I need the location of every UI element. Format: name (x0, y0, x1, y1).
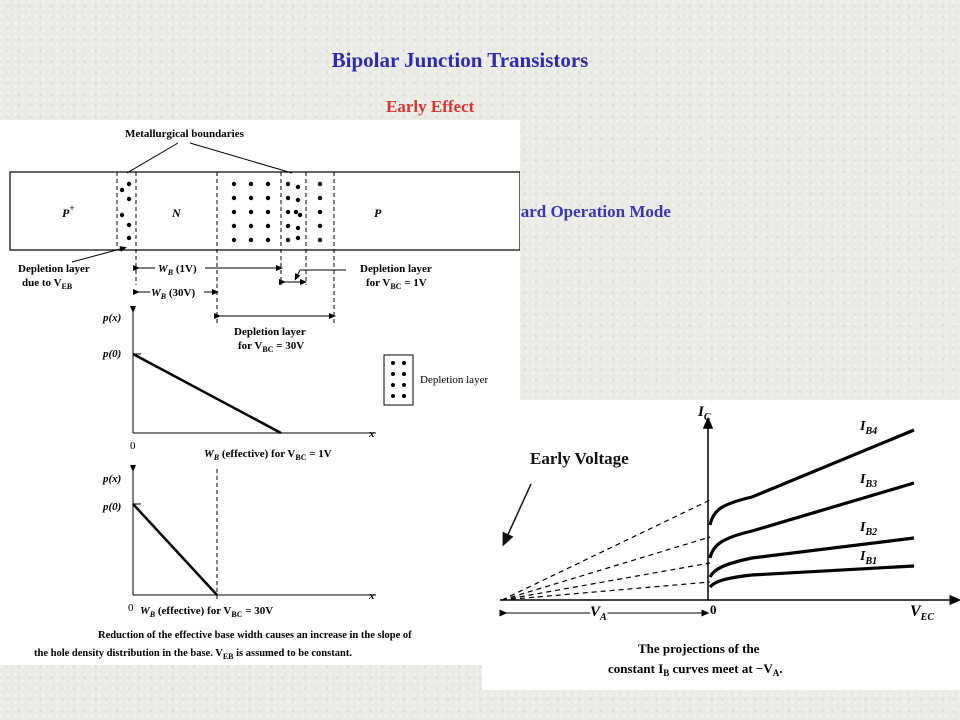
svg-text:Depletion layer: Depletion layer (420, 374, 488, 386)
svg-text:x: x (368, 428, 375, 440)
svg-text:x: x (368, 590, 375, 602)
ib-curves (708, 428, 915, 589)
ib2-label: IB2 (859, 520, 877, 538)
bc-depletion-dots (231, 181, 323, 243)
graph-caption-line-1: The projections of the (638, 641, 760, 656)
origin-label: 0 (710, 602, 717, 617)
forward-mode-label: Forward Operation Mode (482, 202, 671, 221)
svg-text:p(x): p(x) (102, 473, 121, 485)
bc-1v-depletion-label: Depletion layer (360, 263, 432, 275)
svg-text:p(0): p(0) (102, 501, 121, 513)
ic-axis-label: IC (697, 404, 711, 423)
p-plus-region: P+ (62, 203, 74, 220)
curve-projections (501, 499, 711, 601)
svg-text:WB (effective) for VBC = 1V: WB (effective) for VBC = 1V (204, 448, 332, 462)
ib2-curve (708, 536, 915, 578)
svg-text:0: 0 (130, 440, 136, 452)
ib3-curve (708, 481, 915, 559)
ib1-label: IB1 (859, 549, 877, 567)
page-title: Bipolar Junction Transistors (331, 48, 589, 72)
metallurgical-label: Metallurgical boundaries (125, 128, 245, 140)
bc-1v-depletion-label-2: for VBC = 1V (366, 277, 427, 291)
svg-text:Metallurgical boundaries: Metallurgical boundaries (125, 128, 245, 140)
early-voltage-graph: VA IC IB4 IB3 IB2 IB1 0 VEC The projecti… (482, 400, 960, 690)
ib4-curve (708, 428, 915, 526)
svg-text:p(x): p(x) (102, 312, 121, 324)
depletion-legend: Depletion layer (383, 354, 488, 406)
svg-text:WB (effective) for VBC = 30V: WB (effective) for VBC = 30V (140, 605, 273, 619)
svg-text:p(0): p(0) (102, 348, 121, 360)
wb-30v-label: WB (30V) (151, 287, 195, 301)
early-effect-subtitle: Early Effect (386, 97, 475, 116)
hole-density-plot-1v: p(x) p(0) 0 x WB (effective) for VBC = 1… (102, 306, 376, 462)
early-voltage-label: Early Voltage (530, 449, 629, 468)
eb-depletion-label-2: due to VEB (22, 277, 73, 291)
vec-axis-label: VEC (910, 603, 934, 623)
ib3-label: IB3 (859, 472, 877, 490)
p-region: P (374, 206, 382, 220)
diagram-caption-line-2: the hole density distribution in the bas… (34, 648, 352, 661)
transistor-bar (9, 171, 521, 251)
n-region: N (171, 206, 182, 220)
svg-text:0: 0 (128, 602, 134, 614)
wb-1v-label: WB (1V) (158, 263, 197, 277)
ib1-curve (708, 564, 915, 589)
eb-depletion-dots (119, 181, 132, 241)
base-width-diagram: Metallurgical boundaries P+ N P Depletio… (0, 120, 521, 665)
hole-density-plot-30v: p(x) p(0) 0 x WB (effective) for VBC = 3… (102, 465, 376, 619)
diagram-caption-line-1: Reduction of the effective base width ca… (98, 630, 412, 641)
ib4-label: IB4 (859, 419, 877, 437)
graph-caption-line-2: constant IB curves meet at −VA. (608, 661, 782, 678)
eb-depletion-label: Depletion layer (18, 263, 90, 275)
bc-30v-depletion-label: Depletion layer (234, 326, 306, 338)
bc-30v-depletion-label-2: for VBC = 30V (238, 340, 304, 354)
va-label: VA (590, 604, 607, 623)
